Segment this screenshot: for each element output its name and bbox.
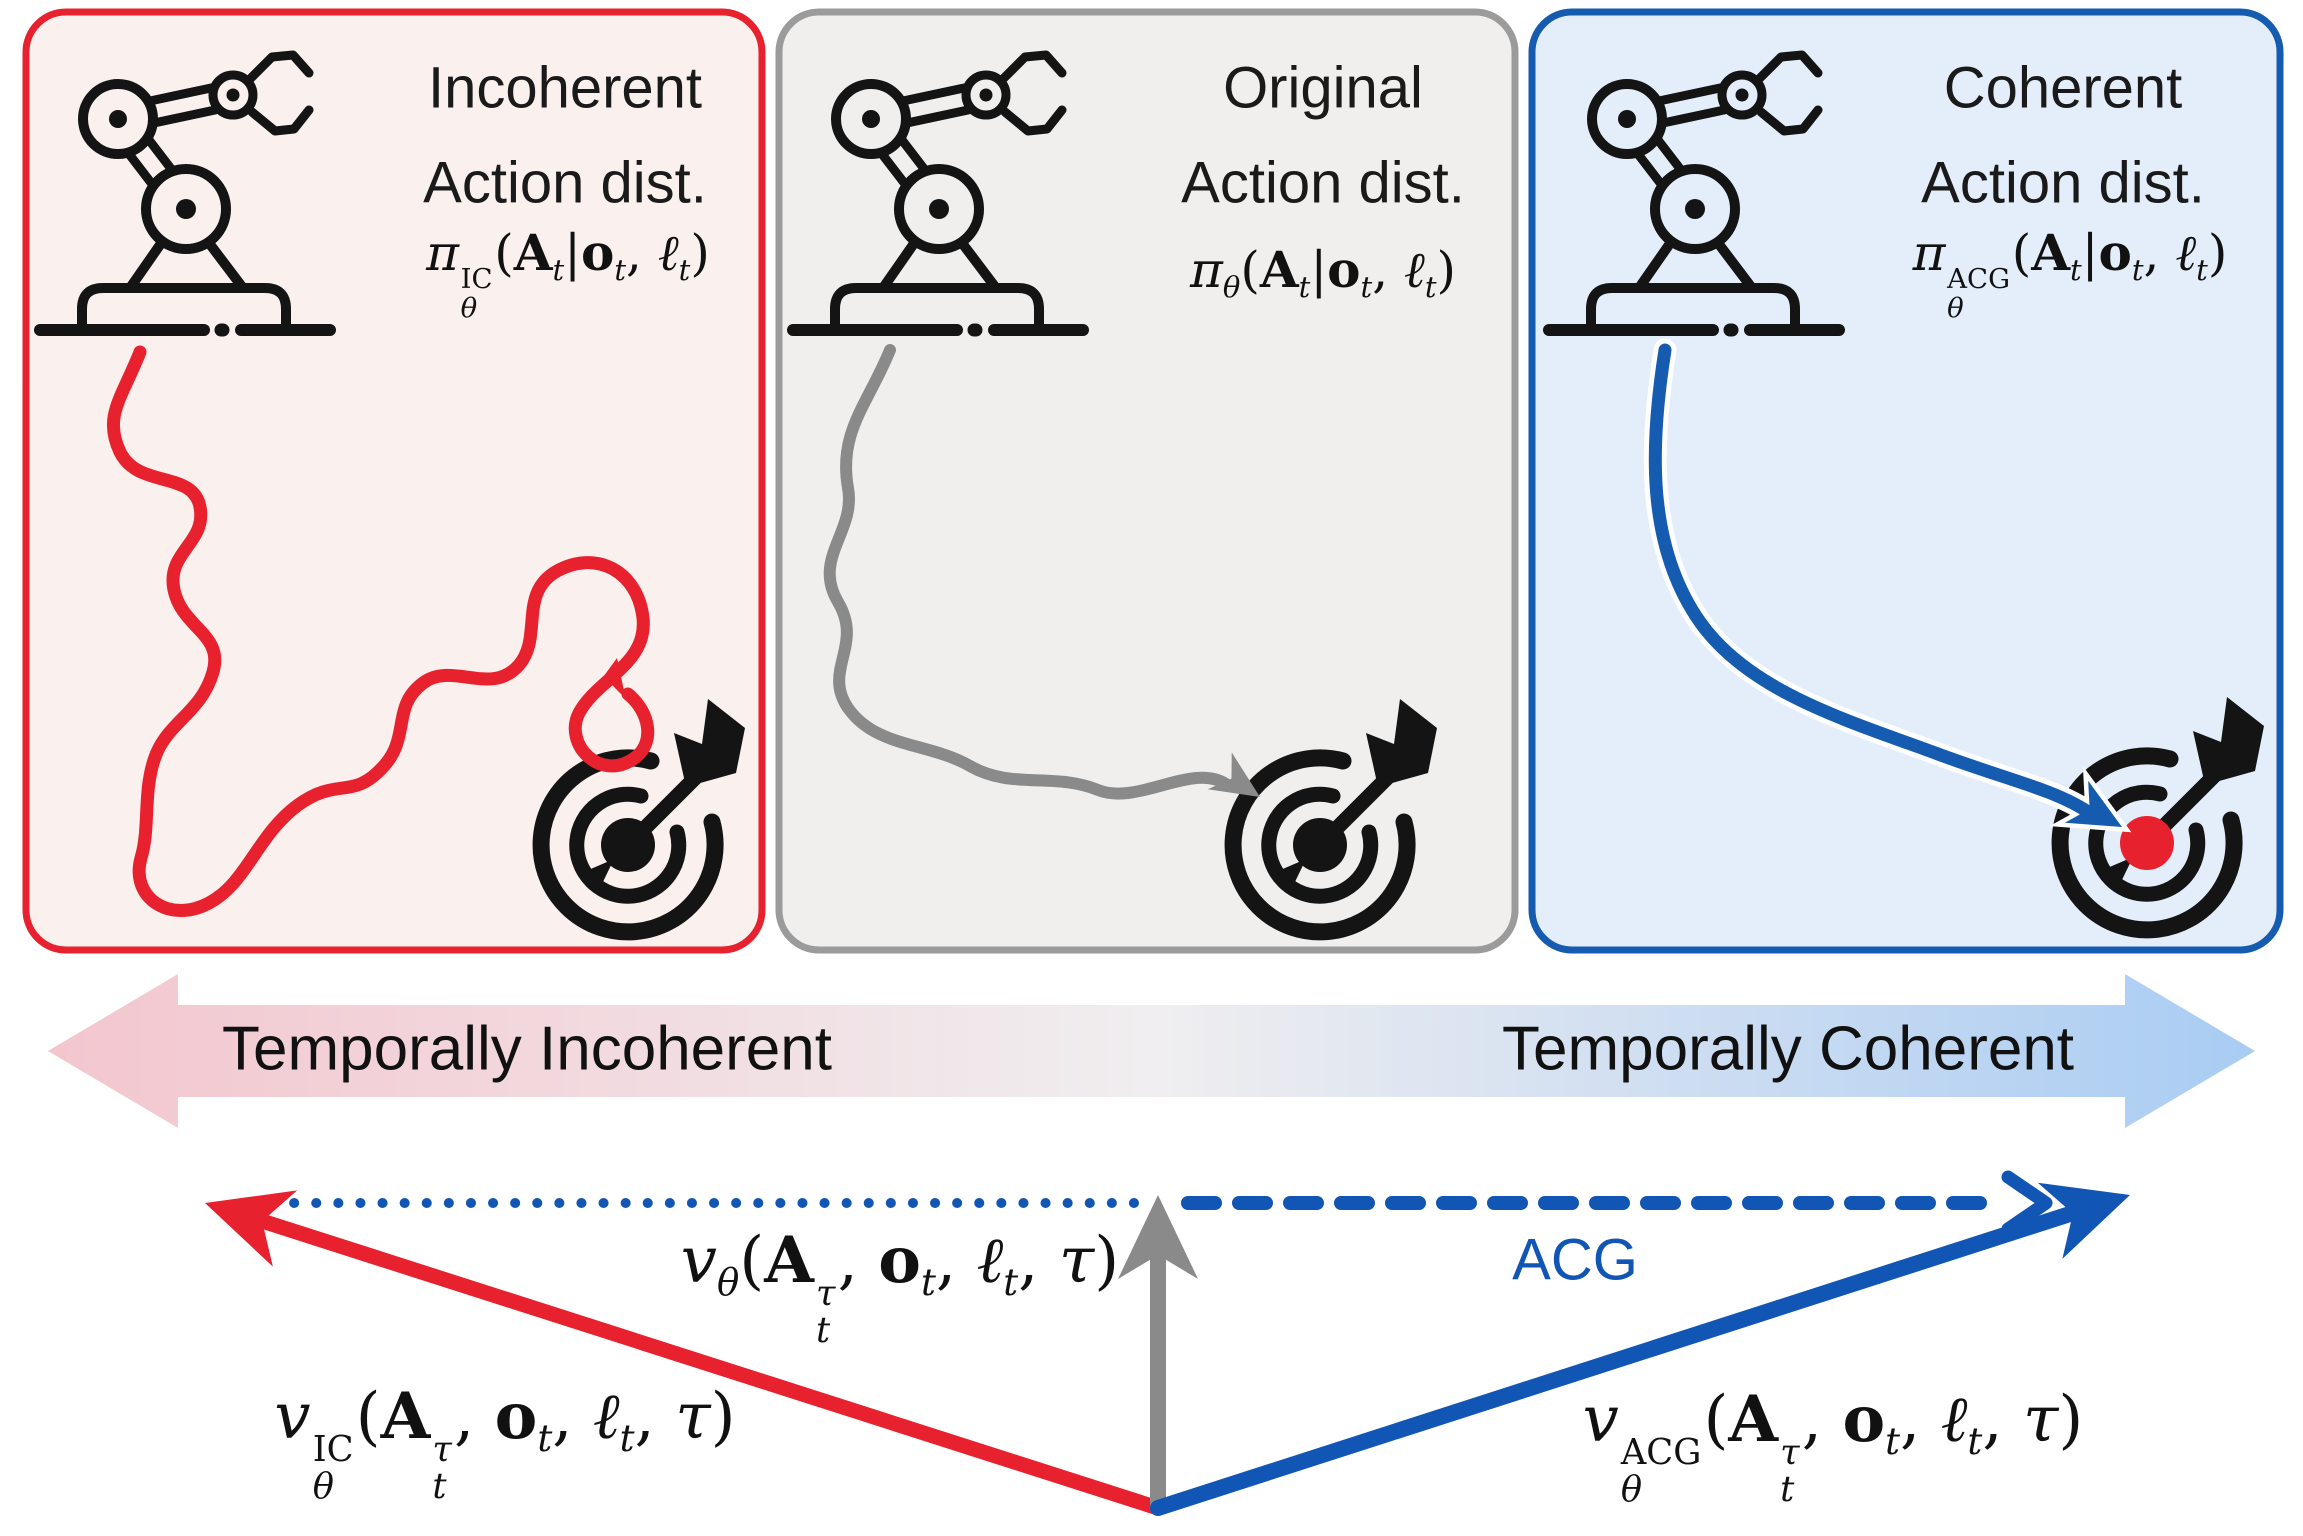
vector-ic xyxy=(254,1213,1166,1516)
panel-original-title-line1: Original xyxy=(1223,55,1423,121)
target-incoherent xyxy=(541,699,745,932)
target-coherent xyxy=(2060,697,2264,930)
spectrum-gradient-arrow xyxy=(48,974,2255,1128)
vector-acg-arrowhead xyxy=(2037,1182,2130,1259)
trajectory-arrowhead xyxy=(2064,780,2122,827)
vector-diagram xyxy=(205,1170,2130,1516)
panel-incoherent-title-line1: Incoherent xyxy=(427,55,703,121)
target-bullseye xyxy=(601,818,655,872)
target-bullseye-hit xyxy=(2120,816,2174,870)
trajectory-original xyxy=(823,344,1260,800)
panel-original-title-line2: Action dist. xyxy=(1181,150,1465,216)
panel-coherent-title-line2: Action dist. xyxy=(1921,150,2205,216)
vector-v-arrowhead xyxy=(1118,1195,1198,1279)
vector-ic-arrowhead xyxy=(205,1190,298,1267)
trajectory-coherent xyxy=(1643,338,2132,833)
panel-incoherent-title-line2: Action dist. xyxy=(423,150,707,216)
spectrum-label-incoherent: Temporally Incoherent xyxy=(222,1014,832,1084)
acg-dashed-arrowhead xyxy=(2001,1170,2053,1236)
trajectory-arrowhead xyxy=(592,658,626,699)
target-original xyxy=(1233,699,1437,932)
trajectory-arrowhead xyxy=(1207,752,1260,797)
vector-acg xyxy=(1150,1205,2081,1516)
panel-coherent-title-line1: Coherent xyxy=(1943,55,2183,121)
panel-original-formula: πθ(At|ot, ℓt) xyxy=(1190,239,1456,305)
acg-label: ACG xyxy=(1512,1227,1638,1293)
target-bullseye xyxy=(1293,818,1347,872)
trajectory-incoherent xyxy=(106,345,655,917)
spectrum-label-coherent: Temporally Coherent xyxy=(1501,1014,2075,1084)
